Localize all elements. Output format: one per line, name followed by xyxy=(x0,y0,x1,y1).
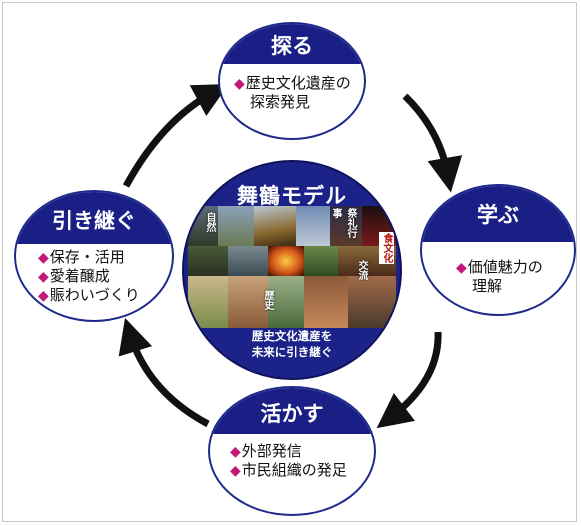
label-food: 食文化 xyxy=(379,232,394,264)
bullet-icon: ◆ xyxy=(38,250,49,266)
list-item: ◆市民組織の発足 xyxy=(230,461,347,479)
photo-crafts xyxy=(228,276,268,328)
stage-utilize-title: 活かす xyxy=(210,388,374,434)
list-item: ◆歴史文化遺産の xyxy=(234,74,351,92)
photo-peak xyxy=(254,206,296,246)
photo-castle xyxy=(188,246,228,276)
arrow-utilize-to-inherit xyxy=(118,317,210,428)
photo-tea xyxy=(188,276,228,328)
photo-autumn xyxy=(348,276,396,328)
label-exchange: 交流 xyxy=(356,260,367,280)
center-title: 舞鶴モデル xyxy=(237,184,347,208)
photo-brick xyxy=(304,276,348,328)
photo-nature xyxy=(188,206,218,246)
bullet-icon: ◆ xyxy=(38,288,49,304)
stage-learn-title: 学ぶ xyxy=(422,186,574,242)
bullet-icon: ◆ xyxy=(234,76,245,92)
list-item: ◆外部発信 xyxy=(230,442,302,460)
list-item: ◆賑わいづくり xyxy=(38,286,140,304)
stage-inherit-items: ◆保存・活用 ◆愛着醸成 ◆賑わいづくり xyxy=(16,248,172,305)
photo-ship xyxy=(228,246,268,276)
stage-explore: 探る ◆歴史文化遺産の 探索発見 xyxy=(218,22,366,140)
list-item: ◆価値魅力の xyxy=(456,258,543,276)
stage-learn-items: ◆価値魅力の 理解 xyxy=(422,258,574,295)
label-nature: 自然 xyxy=(204,212,215,232)
stage-utilize: 活かす ◆外部発信 ◆市民組織の発足 xyxy=(208,386,376,516)
stage-learn: 学ぶ ◆価値魅力の 理解 xyxy=(420,184,576,316)
label-festival: 祭礼行事 xyxy=(330,208,356,238)
bullet-icon: ◆ xyxy=(456,260,467,276)
photo-fire xyxy=(268,246,304,276)
bullet-icon: ◆ xyxy=(230,463,241,479)
page-frame xyxy=(2,2,577,522)
list-item: ◆愛着醸成 xyxy=(38,267,110,285)
stage-utilize-items: ◆外部発信 ◆市民組織の発足 xyxy=(210,442,374,480)
photo-sky xyxy=(296,206,330,246)
stage-explore-title: 探る xyxy=(220,24,364,64)
bullet-icon: ◆ xyxy=(230,444,241,460)
photo-festival xyxy=(330,206,362,246)
photo-people xyxy=(268,276,304,328)
bullet-icon: ◆ xyxy=(38,269,49,285)
list-item: 理解 xyxy=(472,277,503,295)
center-subtitle: 歴史文化遺産を 未来に引き継ぐ xyxy=(251,329,333,359)
arrow-inherit-to-explore xyxy=(122,84,229,188)
list-item: ◆保存・活用 xyxy=(38,248,125,266)
stage-inherit: 引き継ぐ ◆保存・活用 ◆愛着醸成 ◆賑わいづくり xyxy=(14,190,174,322)
photo-mosaic: 自然 祭礼行事 食文化 交流 歴史 xyxy=(188,206,396,328)
arrow-learn-to-utilize xyxy=(376,331,442,429)
stage-explore-items: ◆歴史文化遺産の 探索発見 xyxy=(220,74,364,111)
center-maizuru-model: 舞鶴モデル 自然 祭礼行事 食文化 交流 歴史 xyxy=(182,160,402,380)
list-item: 探索発見 xyxy=(250,93,311,111)
label-history: 歴史 xyxy=(262,290,273,310)
arrow-explore-to-learn xyxy=(402,93,463,193)
stage-inherit-title: 引き継ぐ xyxy=(16,192,172,244)
photo-mountain xyxy=(218,206,254,246)
photo-garden xyxy=(304,246,338,276)
